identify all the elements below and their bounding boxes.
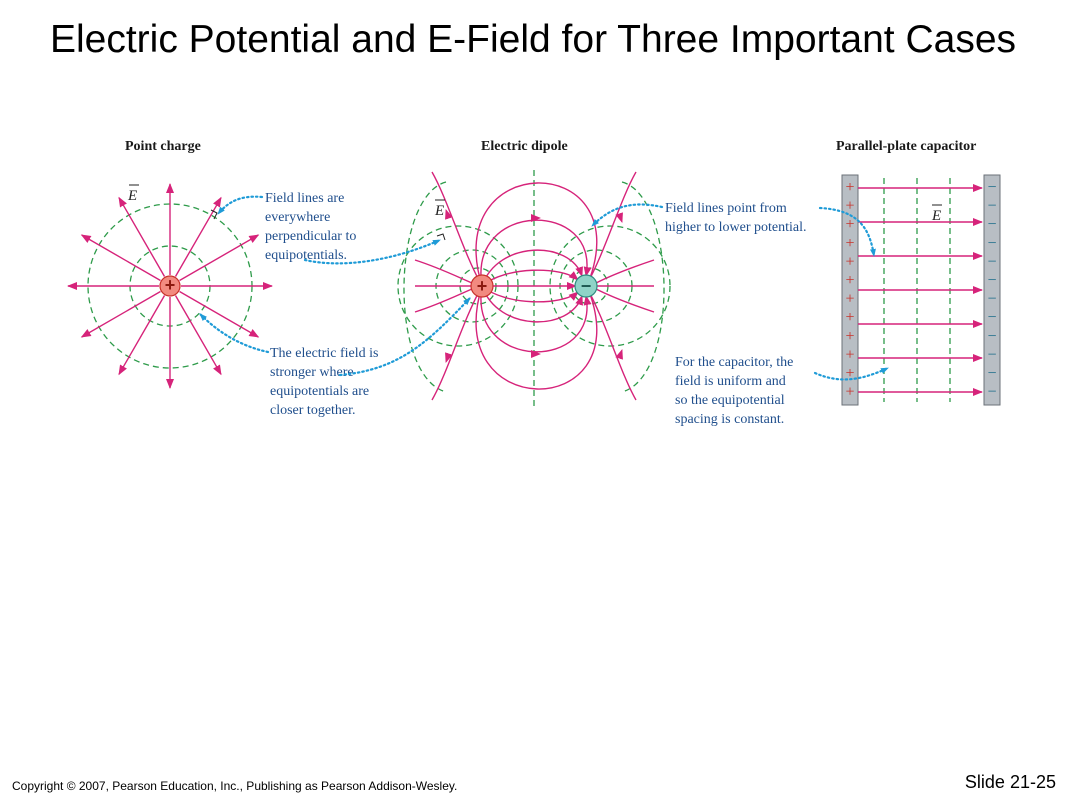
point-charge-field-lines bbox=[67, 183, 273, 389]
note-stronger-line-1: The electric field is bbox=[270, 346, 378, 361]
right-angle-marker-dipole bbox=[436, 233, 446, 241]
note-stronger: The electric field is stronger where equ… bbox=[270, 346, 378, 418]
note-uniform-line-4: spacing is constant. bbox=[675, 412, 784, 427]
note-potential-line-1: Field lines point from bbox=[665, 201, 787, 216]
plate-minus-sign: − bbox=[987, 365, 996, 382]
radial-field-line bbox=[174, 295, 222, 376]
plate-minus-sign: − bbox=[987, 272, 996, 289]
plate-minus-sign: − bbox=[987, 291, 996, 308]
note-uniform-line-1: For the capacitor, the bbox=[675, 355, 793, 370]
radial-field-line bbox=[80, 234, 161, 282]
note-stronger-line-2: stronger where bbox=[270, 365, 354, 380]
note-uniform-line-3: so the equipotential bbox=[675, 393, 785, 408]
plate-plus-sign: + bbox=[845, 198, 854, 215]
note-stronger-line-4: closer together. bbox=[270, 403, 356, 418]
note-perpendicular-line-1: Field lines are bbox=[265, 191, 344, 206]
note-perpendicular-line-4: equipotentials. bbox=[265, 248, 347, 263]
electric-field-figure: Point charge E + Field lines are everywh… bbox=[67, 139, 1001, 427]
plate-minus-sign: − bbox=[987, 216, 996, 233]
note-uniform: For the capacitor, the field is uniform … bbox=[675, 355, 793, 427]
slide-number: Slide 21-25 bbox=[964, 772, 1056, 792]
capacitor-title: Parallel-plate capacitor bbox=[836, 139, 976, 154]
plate-plus-sign: + bbox=[845, 328, 854, 345]
pointer-to-perpendicular-dipole bbox=[303, 238, 442, 265]
plate-plus-sign: + bbox=[845, 235, 854, 252]
dipole-positive-charge-icon bbox=[470, 274, 494, 298]
plate-plus-sign: + bbox=[845, 365, 854, 382]
note-perpendicular: Field lines are everywhere perpendicular… bbox=[265, 191, 356, 263]
pointer-to-stronger-dipole bbox=[338, 296, 472, 377]
plate-plus-sign: + bbox=[845, 384, 854, 401]
dipole-title: Electric dipole bbox=[481, 139, 568, 154]
note-uniform-line-2: field is uniform and bbox=[675, 374, 786, 389]
radial-field-line bbox=[179, 290, 260, 338]
positive-charge-sign: + bbox=[165, 275, 176, 295]
plate-plus-sign: + bbox=[845, 253, 854, 270]
dipole-e-field-label: E bbox=[434, 203, 444, 219]
dipole-panel: Electric dipole bbox=[397, 139, 671, 408]
annotation-arrows bbox=[198, 195, 890, 381]
dipole-arrowheads bbox=[445, 209, 623, 363]
plate-minus-sign: − bbox=[987, 384, 996, 401]
note-potential: Field lines point from higher to lower p… bbox=[665, 201, 807, 235]
note-perpendicular-line-2: everywhere bbox=[265, 210, 330, 225]
plate-plus-sign: + bbox=[845, 216, 854, 233]
e-field-label: E bbox=[127, 188, 137, 204]
plate-minus-sign: − bbox=[987, 309, 996, 326]
positive-plate-signs: ++++++++++++ bbox=[845, 179, 854, 401]
pointer-to-uniform-capacitor bbox=[813, 366, 890, 381]
capacitor-e-field-label: E bbox=[931, 208, 941, 224]
radial-field-line bbox=[118, 196, 166, 277]
pointer-to-perpendicular-point bbox=[216, 195, 264, 216]
plate-plus-sign: + bbox=[845, 309, 854, 326]
plate-minus-sign: − bbox=[987, 253, 996, 270]
plate-plus-sign: + bbox=[845, 179, 854, 196]
radial-field-line bbox=[118, 295, 166, 376]
pointer-to-potential-capacitor bbox=[818, 206, 876, 258]
pointer-to-stronger-point bbox=[198, 312, 270, 354]
note-stronger-line-3: equipotentials are bbox=[270, 384, 369, 399]
copyright-text: Copyright © 2007, Pearson Education, Inc… bbox=[12, 779, 458, 793]
slide-title: Electric Potential and E-Field for Three… bbox=[49, 18, 1017, 61]
negative-plate-signs: −−−−−−−−−−−− bbox=[987, 179, 996, 401]
dipole-negative-charge-icon bbox=[574, 274, 598, 298]
capacitor-panel: Parallel-plate capacitor ++++++++++++ −−… bbox=[836, 139, 1001, 406]
plate-minus-sign: − bbox=[987, 198, 996, 215]
plate-minus-sign: − bbox=[987, 346, 996, 363]
note-perpendicular-line-3: perpendicular to bbox=[265, 229, 356, 244]
negative-plate bbox=[983, 174, 1001, 406]
radial-field-line bbox=[80, 290, 161, 338]
dipole-negative-sign: − bbox=[581, 276, 592, 296]
right-angle-marker bbox=[210, 209, 218, 220]
capacitor-field-lines bbox=[858, 184, 983, 396]
plate-plus-sign: + bbox=[845, 291, 854, 308]
plate-plus-sign: + bbox=[845, 272, 854, 289]
point-charge-panel: Point charge E + bbox=[67, 139, 273, 389]
positive-charge-icon bbox=[159, 275, 181, 297]
plate-minus-sign: − bbox=[987, 328, 996, 345]
radial-field-line bbox=[179, 234, 260, 282]
plate-plus-sign: + bbox=[845, 346, 854, 363]
note-potential-line-2: higher to lower potential. bbox=[665, 220, 807, 235]
pointer-to-potential-dipole bbox=[590, 203, 664, 228]
point-charge-title: Point charge bbox=[125, 139, 201, 154]
plate-minus-sign: − bbox=[987, 179, 996, 196]
plate-minus-sign: − bbox=[987, 235, 996, 252]
dipole-positive-sign: + bbox=[477, 276, 488, 296]
